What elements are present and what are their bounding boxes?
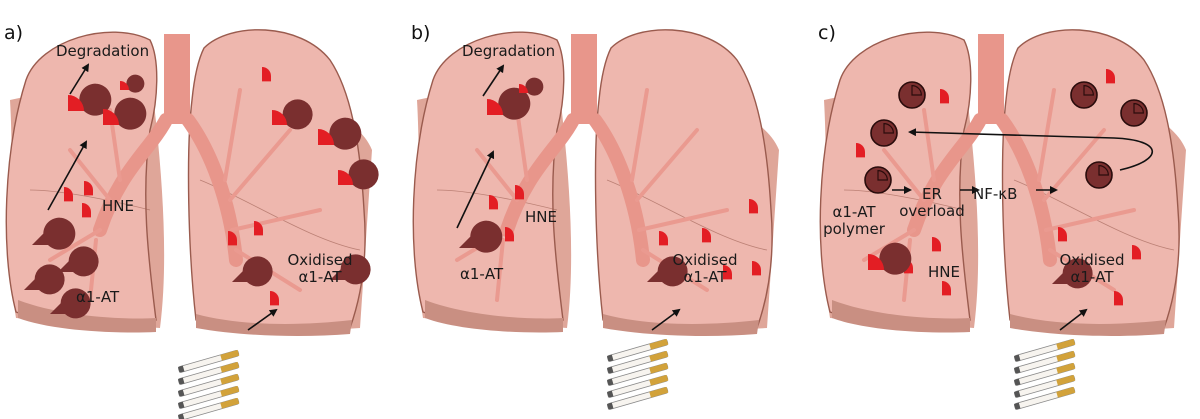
hne-quarter-icon [84,181,93,196]
hne-quarter-icon [270,291,279,306]
hne-bound-icon [338,170,353,185]
panel-a-oxidised-line1: Oxidised [287,251,353,269]
trachea [164,34,190,124]
panel-c-er-line2: overload [899,202,965,220]
hne-bound-icon [868,254,884,270]
hne-quarter-icon [932,237,941,252]
hne-quarter-icon [515,185,524,200]
hne-quarter-icon [254,221,263,236]
panel-a-hne-label: HNE [102,197,134,215]
panel-a-degradation-label: Degradation [56,42,150,60]
panel-b-oxidised-line1: Oxidised [672,251,738,269]
panel-c-label: c) [818,22,836,44]
panel-c-oxidised-label: Oxidised α1-AT [1042,252,1142,286]
panel-c-oxidised-line1: Oxidised [1059,251,1125,269]
hne-quarter-icon [228,231,237,246]
alpha1-at-pacman-icon [50,288,91,319]
alpha1-at-pacman-icon [647,256,688,287]
panel-c-polymer-label: α1-AT polymer [812,204,896,238]
hne-quarter-icon [723,265,732,280]
arrow [47,140,87,211]
hne-quarter-icon [940,89,949,104]
panel-c-polymer-line1: α1-AT [832,203,876,221]
hne-quarter-icon [1106,69,1115,84]
panel-a-label: a) [4,22,24,44]
bronchi [500,113,650,267]
hne-quarter-icon [659,231,668,246]
panel-c-polymer-line2: polymer [823,220,885,238]
hne-quarter-icon [1114,291,1123,306]
panel-c-hne-label: HNE [928,263,960,281]
panel-c-lungs [819,29,1186,410]
hne-quarter-icon [942,281,951,296]
arrow [651,308,681,331]
alpha1-at-pacman-icon [232,256,273,287]
hne-bound-icon [120,81,129,90]
hne-quarter-icon [702,228,711,243]
panel-b-lungs [412,29,779,410]
alpha1-at-pacman-icon [24,264,65,295]
hne-bound-icon [487,99,503,115]
panel-a-alpha1at-label: α1-AT [76,288,120,306]
arrow [482,64,505,97]
hne-quarter-icon [1132,245,1141,260]
arrow [247,308,278,331]
feedback-arrow [908,128,1153,171]
hne-quarter-icon [82,203,91,218]
arrow [69,63,90,95]
panel-a-oxidised-label: Oxidised α1-AT [270,252,370,286]
hne-quarter-icon [856,143,865,158]
arrow [456,150,495,229]
hne-quarter-icon [489,195,498,210]
hne-bound-icon [318,129,334,145]
panel-b-hne-label: HNE [525,208,557,226]
hne-quarter-icon [1058,227,1067,242]
panel-a-lungs [5,29,379,419]
hne-bound-icon [103,109,119,125]
arrow [1059,308,1088,331]
alpha1-at-pacman-icon [1052,258,1093,289]
alpha1-at-pacman-icon [58,246,99,277]
hne-bound-icon [272,110,287,125]
alpha1-at-pacman-icon [32,217,76,250]
trachea [571,34,597,124]
hne-quarter-icon [505,227,514,242]
panel-c-er-line1: ER [922,185,942,203]
panel-c-er-label: ER overload [896,186,968,220]
panel-b-alpha1at-label: α1-AT [460,265,504,283]
panel-c-oxidised-line2: α1-AT [1070,268,1114,286]
panel-b-oxidised-label: Oxidised α1-AT [655,252,755,286]
trachea [978,34,1004,124]
panel-b-degradation-label: Degradation [462,42,556,60]
hne-bound-icon [519,84,528,93]
hne-bound-icon [68,95,84,111]
panel-b-label: b) [411,22,431,44]
alpha1-at-pacman-icon [459,220,503,253]
hne-quarter-icon [749,199,758,214]
hne-quarter-icon [752,261,761,276]
hne-quarter-icon [262,67,271,82]
bronchi [907,113,1057,267]
panel-b-oxidised-line2: α1-AT [683,268,727,286]
hne-quarter-icon [64,187,73,202]
panel-c-nfkb-label: NF-κB [973,185,1018,203]
panel-a-oxidised-line2: α1-AT [298,268,342,286]
alpha1-at-pacman-icon [330,254,371,285]
